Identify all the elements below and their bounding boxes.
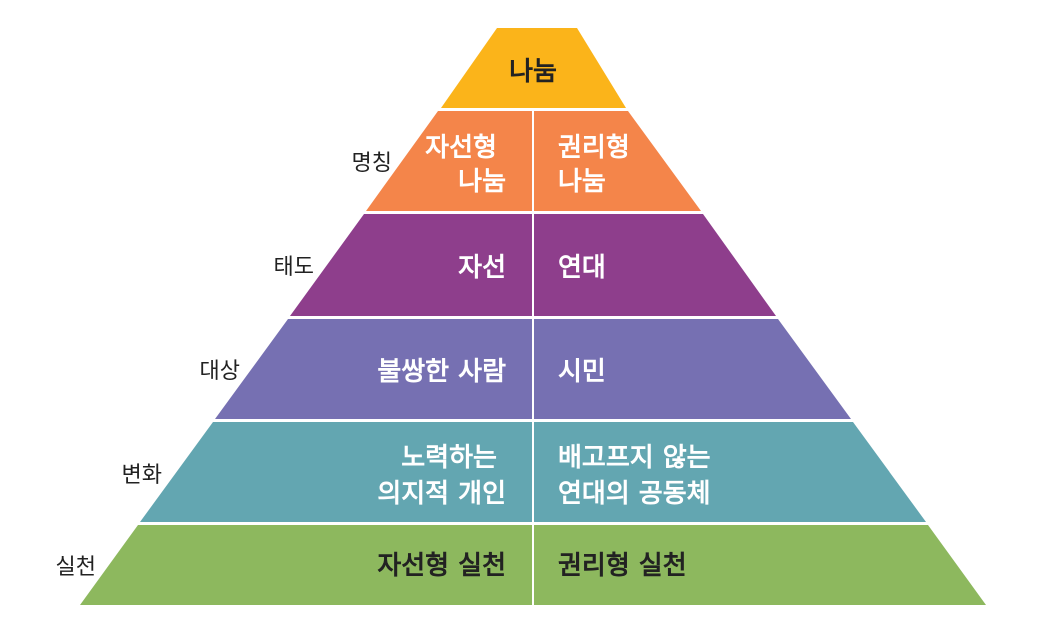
tier-practice-left-label: 자선형 실천 [377, 551, 506, 581]
tier-name-left-line-1: 자선형 [425, 133, 497, 163]
tier-name-side-label: 명칭 [352, 151, 392, 176]
tier-name: 자선형 나눔 권리형 나눔 명칭 [352, 111, 701, 211]
tier-top: 나눔 [441, 28, 626, 108]
tier-attitude-left-shape [290, 214, 532, 316]
tier-target-side-label: 대상 [200, 359, 240, 384]
tier-change-right-shape [534, 422, 926, 522]
tier-target: 불쌍한 사람 시민 대상 [200, 319, 851, 419]
tier-name-right-shape [534, 111, 701, 211]
tier-change-right-line-2: 연대의 공동체 [558, 479, 711, 509]
tier-change-side-label: 변화 [122, 463, 162, 488]
tier-attitude-side-label: 태도 [274, 255, 314, 280]
tier-practice-right-label: 권리형 실천 [558, 551, 687, 581]
tier-practice-left-shape [80, 525, 532, 605]
tier-attitude-right-shape [534, 214, 776, 316]
tier-name-left-label: 자선형 나눔 [425, 133, 506, 197]
tier-practice: 자선형 실천 권리형 실천 실천 [56, 525, 986, 605]
tier-attitude-left-label: 자선 [458, 253, 506, 283]
tier-top-label: 나눔 [509, 57, 557, 87]
tier-change-right-label: 배고프지 않는 연대의 공동체 [558, 443, 720, 509]
tier-change: 노력하는 의지적 개인 배고프지 않는 연대의 공동체 변화 [122, 422, 926, 522]
tier-target-left-shape [215, 319, 532, 419]
tier-name-left-shape [366, 111, 532, 211]
tier-change-left-label: 노력하는 의지적 개인 [377, 443, 506, 509]
tier-practice-right-shape [534, 525, 986, 605]
tier-target-right-shape [534, 319, 851, 419]
tier-attitude-right-label: 연대 [558, 253, 606, 283]
tier-change-left-shape [140, 422, 532, 522]
tier-target-left-label: 불쌍한 사람 [377, 357, 506, 387]
tier-target-right-label: 시민 [558, 357, 606, 387]
tier-practice-side-label: 실천 [56, 555, 96, 580]
tier-top-shape [441, 28, 626, 108]
tier-attitude: 자선 연대 태도 [274, 214, 776, 316]
tier-name-right-label: 권리형 나눔 [558, 133, 639, 197]
tier-change-left-line-1: 노력하는 [401, 443, 497, 473]
tier-name-right-line-2: 나눔 [558, 167, 606, 197]
tier-change-right-line-1: 배고프지 않는 [558, 443, 711, 473]
tier-change-left-line-2: 의지적 개인 [377, 479, 506, 509]
tier-name-right-line-1: 권리형 [558, 133, 630, 163]
tier-name-left-line-2: 나눔 [458, 167, 506, 197]
